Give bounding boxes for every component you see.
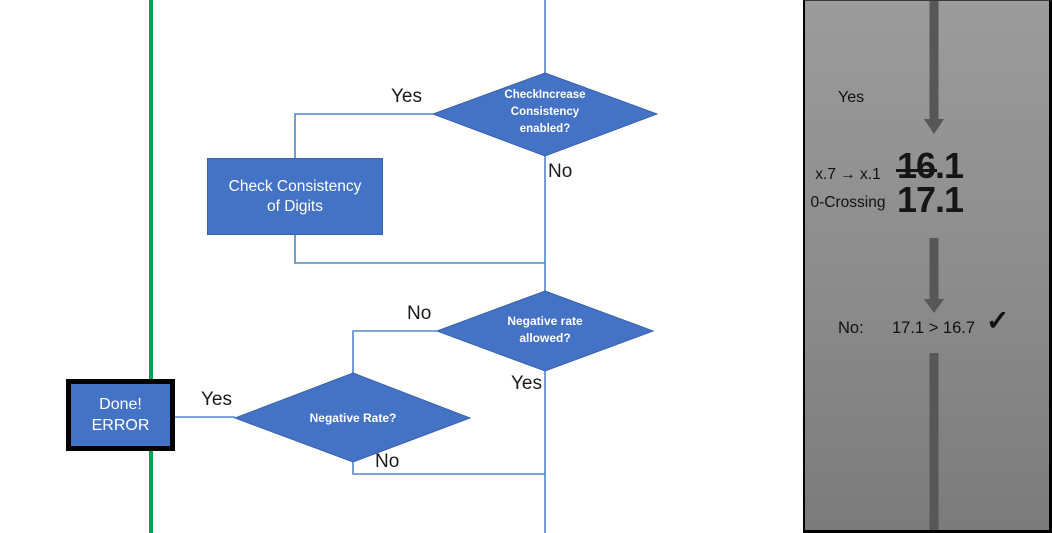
panel-rule-line1: x.7 → x.1	[815, 166, 881, 183]
decision-negative-rate-label: Negative Rate?	[273, 410, 433, 426]
branch-label-yes-check-increase: Yes	[391, 86, 422, 107]
connector-no-to-negative-rate	[352, 330, 437, 373]
connector-yes-to-process	[294, 113, 433, 158]
connector-no-merge	[352, 462, 545, 475]
connector-process-out	[294, 235, 545, 264]
decision-negative-rate-shape	[233, 372, 472, 463]
branch-label-no-negative-rate-allowed: No	[407, 303, 432, 324]
branch-label-yes-negative-rate: Yes	[201, 389, 232, 410]
down-arrow-1-head	[924, 119, 944, 134]
panel-result-comparison: 17.1 > 16.7	[892, 319, 976, 337]
green-guide-line	[149, 0, 153, 533]
process-check-consistency-line2: of Digits	[267, 197, 323, 215]
decision-check-increase-label-line2: Consistency	[510, 106, 580, 118]
branch-label-no-negative-rate: No	[375, 451, 400, 472]
panel-rule-line2: 0-Crossing	[810, 194, 886, 211]
decision-check-increase-label-line3: enabled?	[519, 123, 571, 135]
decision-negative-rate-allowed-label-line2: allowed?	[519, 331, 571, 345]
panel-arrows-graphic	[924, 1, 944, 530]
done-error-line2: ERROR	[91, 417, 150, 434]
process-check-consistency-line1: Check Consistency	[228, 177, 362, 195]
panel-new-value: 17.1	[897, 179, 964, 220]
panel-yes-label: Yes	[838, 89, 865, 106]
process-check-consistency-box: Check Consistency of Digits	[207, 158, 383, 235]
branch-label-no-check-increase: No	[548, 161, 573, 182]
check-mark-icon: ✓	[986, 305, 1010, 336]
down-arrow-2-shaft	[929, 238, 939, 300]
branch-label-yes-negative-rate-allowed: Yes	[511, 373, 542, 394]
decision-negative-rate-allowed-shape	[435, 290, 655, 372]
panel-old-value: 16.1	[895, 145, 964, 186]
down-arrow-2-head	[924, 299, 944, 313]
panel-values: 16.1 17.1	[895, 145, 964, 220]
down-arrow-1-shaft	[929, 1, 939, 120]
done-error-line1: Done!	[99, 396, 142, 413]
decision-check-increase-label-line1: CheckIncrease	[504, 89, 586, 101]
panel-old-value-rest: .1	[935, 145, 964, 186]
down-arrow-3-shaft	[929, 353, 939, 530]
decision-check-increase-shape	[431, 72, 659, 157]
decision-negative-rate-allowed-label: Negative rate allowed?	[465, 313, 625, 347]
decision-negative-rate-allowed-label-line1: Negative rate	[507, 314, 583, 328]
done-error-box: Done! ERROR	[66, 379, 175, 451]
decision-check-increase-label: CheckIncrease Consistency enabled?	[465, 87, 625, 138]
panel-result-no-label: No:	[838, 319, 864, 337]
gray-annotation-panel: Yes x.7 → x.1 0-Crossing 16.1 17.1 No: 1…	[803, 0, 1052, 533]
decision-negative-rate-label-line1: Negative Rate?	[309, 411, 397, 425]
panel-old-value-struck: 16	[895, 145, 938, 186]
panel-rule-text: x.7 → x.1 0-Crossing	[805, 161, 891, 217]
